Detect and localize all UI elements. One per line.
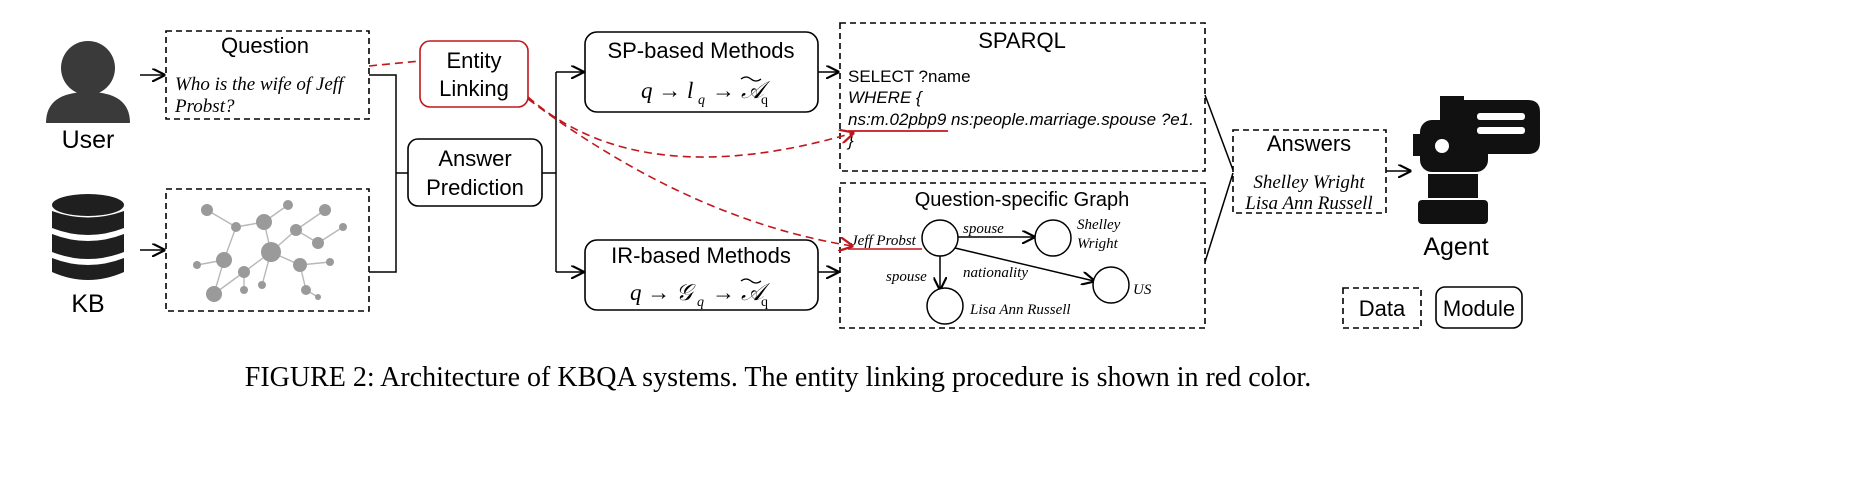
ir-formula-sub1: q <box>697 295 704 310</box>
graph-title: Question-specific Graph <box>915 189 1130 211</box>
figure-caption: FIGURE 2: Architecture of KBQA systems. … <box>245 362 1311 393</box>
graph-edge-nationality: nationality <box>963 265 1028 281</box>
sp-formula: q → l q → 𝒜 q <box>641 76 771 108</box>
answer-2: Lisa Ann Russell <box>1244 193 1372 214</box>
sparql-box <box>839 22 1206 172</box>
sparql-line2: WHERE { <box>848 88 923 107</box>
sp-formula-main: q → l <box>641 78 693 103</box>
kb-graph-box <box>165 188 370 312</box>
sparql-line3: ns:m.02pbp9 ns:people.marriage.spouse ?e… <box>848 110 1194 129</box>
sparql-to-answers-line <box>1204 94 1234 171</box>
sp-tilde-mark <box>740 76 762 82</box>
entity-linking-module <box>419 40 529 108</box>
user-icon <box>46 41 130 123</box>
ir-formula-arrow: → <box>712 280 735 305</box>
node-us <box>1092 266 1130 304</box>
node-lisa-ann-russell <box>926 287 964 325</box>
ir-methods-title: IR-based Methods <box>611 243 791 268</box>
ir-tilde-mark <box>740 278 762 284</box>
question-box <box>165 30 370 120</box>
sparql-line3-rest: ns:people.marriage.spouse ?e1. <box>946 110 1194 129</box>
graph-edge-spouse-2: spouse <box>886 269 927 285</box>
legend-module-label: Module <box>1443 296 1515 321</box>
question-text-line2: Probst? <box>174 96 235 117</box>
graph-to-answers-line <box>1204 172 1234 263</box>
graph-node-us: US <box>1133 282 1152 298</box>
sparql-topic-entity: ns:m.02pbp9 <box>848 110 947 129</box>
agent-label: Agent <box>1423 233 1488 261</box>
answer-prediction-line2: Prediction <box>426 175 524 200</box>
answers-title: Answers <box>1267 131 1351 156</box>
entity-linking-line1: Entity <box>446 48 501 73</box>
graph-topic-entity: Jeff Probst <box>851 233 917 249</box>
graph-node-shelley-line1: Shelley <box>1077 217 1121 233</box>
question-graph-box <box>839 182 1206 329</box>
answer-1: Shelley Wright <box>1253 172 1365 193</box>
answer-prediction-line1: Answer <box>438 146 511 171</box>
knowledge-graph-icon <box>193 200 347 302</box>
graph-node-lisa: Lisa Ann Russell <box>969 302 1071 318</box>
question-title: Question <box>221 33 309 58</box>
sp-formula-arrow: → <box>712 78 735 103</box>
entity-linking-to-graph-curve <box>527 98 852 246</box>
robot-agent-icon <box>1413 96 1540 224</box>
node-jeff-probst <box>921 219 959 257</box>
legend-data-box <box>1342 287 1422 329</box>
inputs-merge-bracket <box>369 74 397 273</box>
legend-module-box <box>1435 286 1523 329</box>
sparql-title: SPARQL <box>978 28 1066 53</box>
sparql-line1: SELECT ?name <box>848 67 971 86</box>
sp-formula-sub1: q <box>698 93 705 108</box>
ir-based-methods-module <box>584 239 819 311</box>
graph-node-shelley-line2: Wright <box>1077 236 1119 252</box>
database-icon <box>52 194 124 280</box>
legend-data-label: Data <box>1359 296 1406 321</box>
sp-formula-sub2: q <box>761 93 768 108</box>
ir-formula-main: q → 𝒢 <box>630 280 696 305</box>
user-label: User <box>62 126 115 154</box>
sp-methods-title: SP-based Methods <box>607 38 794 63</box>
graph-edge-spouse-1: spouse <box>963 221 1004 237</box>
entity-linking-line2: Linking <box>439 76 509 101</box>
question-to-entity-linking-red-link <box>368 60 421 67</box>
ir-formula-sub2: q <box>761 295 768 310</box>
kb-label: KB <box>71 290 104 318</box>
edge-nationality-us <box>954 247 1094 281</box>
node-shelley-wright <box>1034 219 1072 257</box>
question-text-line1: Who is the wife of Jeff <box>175 74 346 95</box>
ir-formula: q → 𝒢 q → 𝒜 q <box>630 278 771 310</box>
